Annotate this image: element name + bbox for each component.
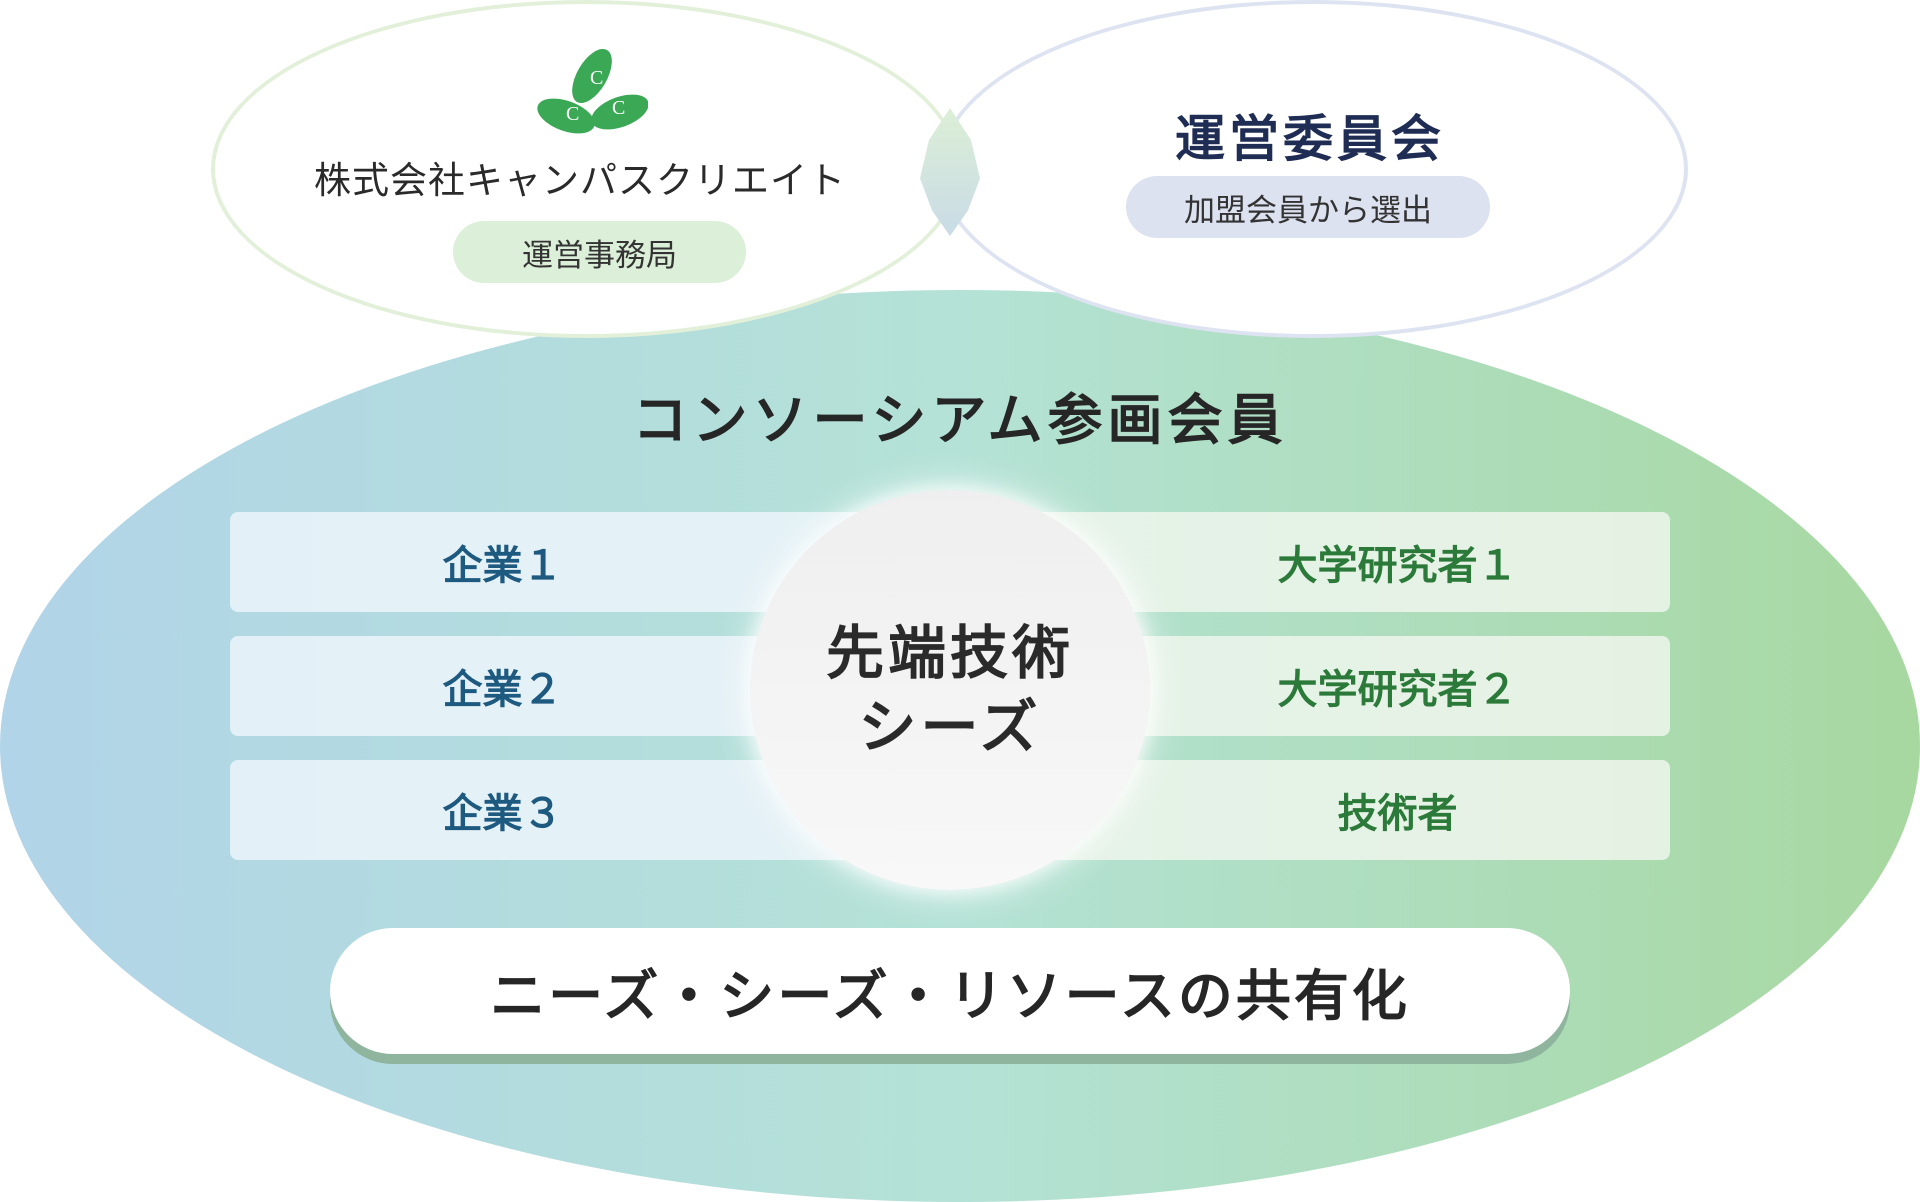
researcher-label: 大学研究者２ [1277, 667, 1518, 713]
company-name: 株式会社キャンパスクリエイト [314, 159, 846, 202]
committee-title: 運営委員会 [1175, 110, 1445, 168]
researcher-label: 大学研究者１ [1277, 543, 1518, 589]
seeds-circle: 先端技術 シーズ [750, 490, 1150, 890]
company-label: 企業２ [442, 667, 563, 713]
logo-letter: C [612, 97, 625, 119]
sharing-banner: ニーズ・シーズ・リソースの共有化 [330, 928, 1570, 1054]
committee-badge: 加盟会員から選出 [1126, 176, 1490, 238]
logo-letter: C [566, 103, 579, 125]
committee-ellipse [938, 0, 1688, 338]
company-label: 企業３ [442, 791, 563, 837]
seeds-line: 先端技術 [825, 619, 1074, 687]
researcher-label: 技術者 [1337, 791, 1458, 837]
consortium-title: コンソーシアム参画会員 [632, 388, 1288, 452]
campus-create-logo: C C C [537, 48, 648, 134]
seeds-line: シーズ [858, 693, 1042, 761]
logo-letter: C [590, 67, 603, 89]
company-label: 企業１ [442, 543, 563, 589]
secretariat-badge: 運営事務局 [453, 221, 746, 283]
